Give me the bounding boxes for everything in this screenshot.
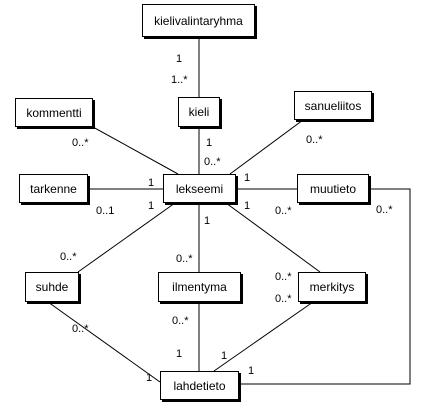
mult-merkitys-upper: 0..* <box>275 271 292 283</box>
entity-kommentti: kommentti <box>15 98 93 127</box>
entity-merkitys: merkitys <box>298 272 366 302</box>
mult-merkitys-lower: 0..* <box>275 293 292 305</box>
entity-ilmentyma: ilmentyma <box>158 272 241 302</box>
mult-lahdetieto-suhde: 1 <box>146 372 153 384</box>
mult-lahdetieto-ilmentyma: 1 <box>176 348 183 360</box>
entity-suhde: suhde <box>25 272 79 302</box>
mult-lekseemi-left-lower: 1 <box>148 200 155 212</box>
mult-kielivalintaryhma-kieli-bottom: 1..* <box>171 74 188 86</box>
mult-muutieto: 0..* <box>275 205 292 217</box>
entity-muutieto: muutieto <box>297 174 369 203</box>
entity-sanueliitos: sanueliitos <box>294 91 372 120</box>
entity-kielivalintaryhma: kielivalintaryhma <box>142 4 255 37</box>
mult-kieli-lekseemi-top: 1 <box>206 137 213 149</box>
line-lekseemi-suhde <box>77 202 176 273</box>
line-kommentti-lekseemi <box>92 126 179 175</box>
mult-kommentti: 0..* <box>72 137 89 149</box>
line-suhde-lahdetieto <box>47 301 161 383</box>
entity-lekseemi: lekseemi <box>163 174 236 203</box>
mult-kieli-lekseemi-bottom: 0..* <box>204 156 221 168</box>
entity-tarkenne: tarkenne <box>19 174 88 203</box>
mult-suhde-lahdetieto: 0..* <box>72 323 89 335</box>
mult-sanueliitos: 0..* <box>306 134 323 146</box>
line-merkitys-lahdetieto <box>213 301 314 372</box>
mult-lekseemi-right-upper: 1 <box>244 172 251 184</box>
line-muutieto-lahdetieto <box>239 188 411 385</box>
mult-lahdetieto-muutieto: 1 <box>248 365 255 377</box>
mult-kielivalintaryhma-kieli-top: 1 <box>176 53 183 65</box>
mult-muutieto-lahdetieto: 0..* <box>376 204 393 216</box>
mult-lekseemi-bottom: 1 <box>204 215 211 227</box>
entity-lahdetieto: lahdetieto <box>160 371 239 400</box>
mult-ilmentyma-lahdetieto: 0..* <box>172 315 189 327</box>
mult-ilmentyma: 0..* <box>176 253 193 265</box>
mult-lekseemi-right-lower: 1 <box>244 200 251 212</box>
mult-suhde: 0..* <box>60 251 77 263</box>
mult-lekseemi-left-upper: 1 <box>148 177 155 189</box>
mult-tarkenne: 0..1 <box>96 205 115 217</box>
line-lekseemi-merkitys <box>225 202 321 273</box>
mult-lahdetieto-merkitys: 1 <box>221 350 228 362</box>
line-sanueliitos-lekseemi <box>229 119 304 175</box>
entity-kieli: kieli <box>178 97 220 127</box>
